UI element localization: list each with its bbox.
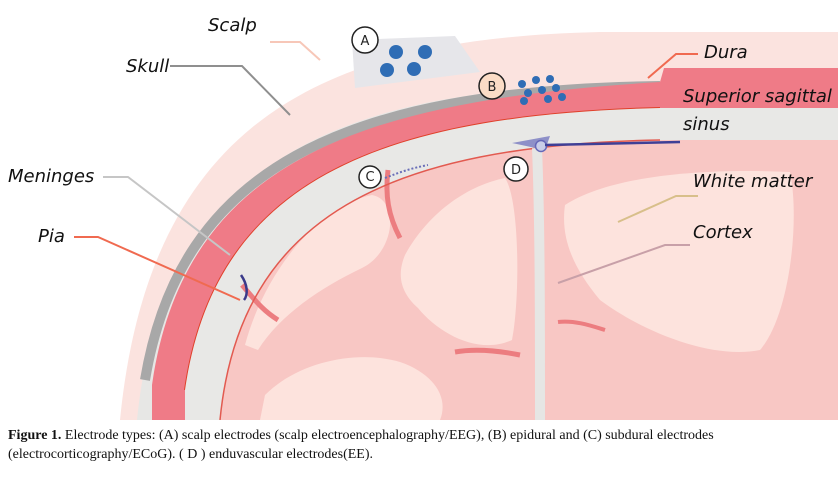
marker-a: A xyxy=(351,26,379,54)
label-sinus-line2: sinus xyxy=(683,114,730,135)
leader-scalp xyxy=(270,41,321,61)
epidural-electrode xyxy=(518,80,526,88)
marker-b: B xyxy=(478,72,506,100)
brain-layers-diagram: A B C D Scalp Skull Dura Superior sagitt… xyxy=(8,15,838,420)
epidural-electrode xyxy=(558,93,566,101)
label-pia: Pia xyxy=(38,226,65,247)
epidural-electrode xyxy=(520,97,528,105)
endovascular-electrode xyxy=(534,139,548,153)
label-scalp: Scalp xyxy=(208,15,257,36)
sulcus xyxy=(384,169,403,240)
label-white-matter: White matter xyxy=(693,171,814,192)
label-meninges: Meninges xyxy=(8,166,94,187)
caption-text-1: Electrode types: (A) scalp electrodes (s… xyxy=(8,428,714,462)
epidural-electrode xyxy=(552,84,560,92)
pia-vessel xyxy=(239,274,248,301)
caption-d-marker: ( D ) xyxy=(179,447,206,462)
marker-c: C xyxy=(358,165,382,189)
interhemispheric-fissure xyxy=(532,147,545,420)
label-skull: Skull xyxy=(126,56,169,77)
epidural-electrode xyxy=(546,75,554,83)
epidural-electrode xyxy=(538,86,546,94)
marker-b-text: B xyxy=(488,80,497,95)
marker-c-text: C xyxy=(365,170,374,185)
scalp-electrode xyxy=(418,45,432,59)
marker-d-text: D xyxy=(511,163,521,178)
white-matter-region xyxy=(245,195,391,350)
white-matter-region xyxy=(260,357,443,420)
sulcus xyxy=(454,347,521,358)
caption-text-2: enduvascular electrodes(EE). xyxy=(205,447,374,462)
caption-figure-number: Figure 1. xyxy=(8,428,62,443)
sulcus xyxy=(240,283,280,323)
label-sinus-line1: Superior sagittal xyxy=(683,86,832,107)
leader-cortex xyxy=(557,244,690,284)
marker-d: D xyxy=(503,156,529,182)
epidural-electrode xyxy=(532,76,540,84)
figure-caption: Figure 1. Electrode types: (A) scalp ele… xyxy=(8,426,830,464)
endovascular-lead xyxy=(544,140,681,147)
epidural-electrode xyxy=(544,95,552,103)
white-matter-region xyxy=(400,178,518,346)
skull-outer-edge xyxy=(140,81,661,381)
leader-meninges xyxy=(103,176,231,256)
scalp-electrode xyxy=(389,45,403,59)
white-matter-region xyxy=(564,171,794,352)
leader-skull xyxy=(170,65,291,116)
scalp-electrode xyxy=(407,62,421,76)
label-dura: Dura xyxy=(704,42,748,63)
sulcus xyxy=(557,319,606,332)
scalp-electrode xyxy=(380,63,394,77)
epidural-electrode xyxy=(524,89,532,97)
leader-dura xyxy=(647,53,698,79)
pia-edge xyxy=(219,139,661,420)
leader-pia xyxy=(74,236,241,301)
leader-white-matter xyxy=(617,195,698,223)
label-cortex: Cortex xyxy=(693,222,753,243)
subdural-electrode-strip xyxy=(384,164,429,179)
marker-a-text: A xyxy=(361,34,370,49)
